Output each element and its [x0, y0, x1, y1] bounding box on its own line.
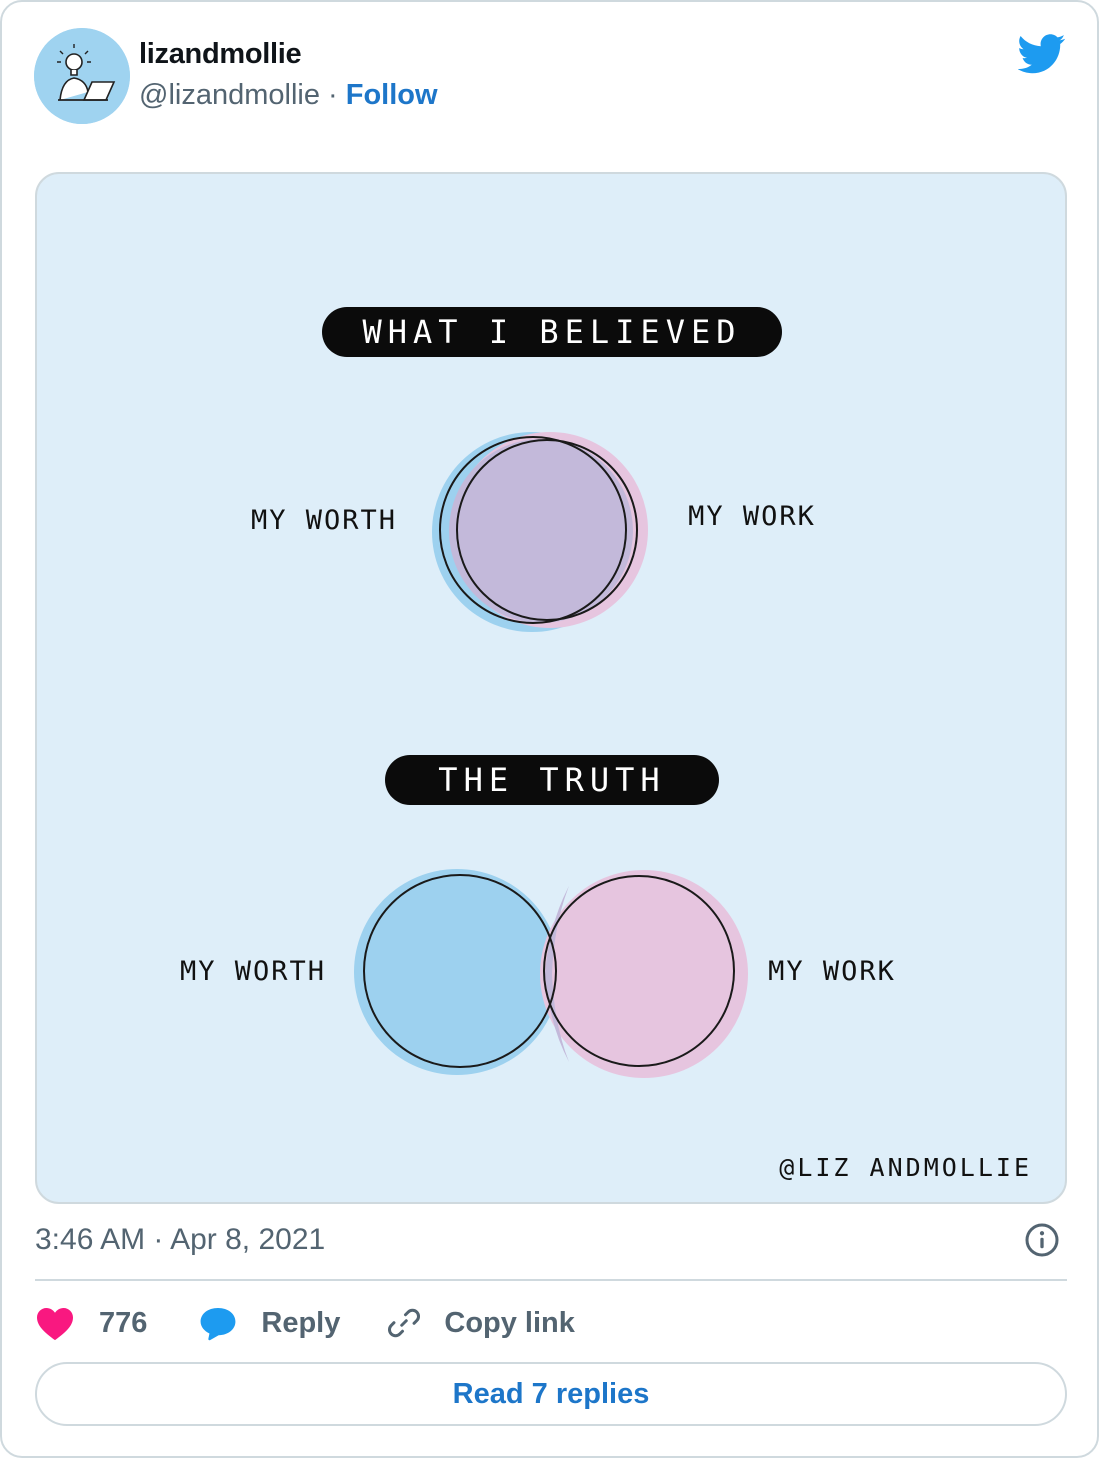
bottom-worth-outline [363, 874, 557, 1068]
bottom-worth-circle [354, 869, 560, 1075]
twitter-bird-icon[interactable] [1018, 34, 1066, 74]
like-button[interactable]: 776 [35, 1305, 147, 1341]
info-icon[interactable] [1024, 1222, 1060, 1258]
handle-row: @lizandmollie · Follow [139, 79, 438, 112]
bottom-work-circle [540, 870, 748, 1078]
top-work-outline [456, 439, 638, 621]
top-overlap-fill [449, 439, 633, 623]
like-count: 776 [99, 1306, 148, 1339]
title-the-truth: THE TRUTH [438, 761, 665, 799]
title-what-i-believed: WHAT I BELIEVED [363, 313, 742, 351]
heart-icon [37, 1307, 73, 1341]
author-handle[interactable]: @lizandmollie [139, 79, 320, 111]
divider [35, 1279, 1067, 1281]
label-bottom-my-worth: MY WORTH [180, 956, 326, 987]
reply-bubble-icon [200, 1307, 236, 1341]
avatar-illustration [34, 28, 130, 124]
author-name[interactable]: lizandmollie [139, 38, 302, 70]
copy-link-button[interactable]: Copy link [386, 1305, 575, 1341]
link-icon [388, 1308, 421, 1338]
tweet-timestamp[interactable]: 3:46 AM · Apr 8, 2021 [35, 1223, 326, 1256]
venn-illustration: WHAT I BELIEVED MY WORTH MY WORK THE TRU… [180, 307, 1032, 1182]
label-top-my-worth: MY WORTH [251, 505, 397, 536]
follow-button[interactable]: Follow [345, 79, 438, 111]
label-top-my-work: MY WORK [688, 501, 816, 532]
tweet-image[interactable]: WHAT I BELIEVED MY WORTH MY WORK THE TRU… [35, 172, 1067, 1204]
read-replies-button[interactable]: Read 7 replies [35, 1362, 1067, 1426]
label-bottom-my-work: MY WORK [768, 956, 896, 987]
top-worth-outline [439, 436, 627, 624]
action-bar: 776 Reply Copy link [35, 1298, 575, 1348]
avatar[interactable] [34, 28, 130, 124]
handle-separator: · [328, 79, 338, 111]
title-pill-bottom [385, 755, 719, 805]
copy-link-label: Copy link [444, 1306, 575, 1339]
artist-signature: @LIZ ANDMOLLIE [779, 1153, 1032, 1182]
bottom-work-outline [543, 875, 735, 1067]
title-pill-top [322, 307, 782, 357]
reply-label: Reply [261, 1306, 341, 1339]
reply-button[interactable]: Reply [199, 1305, 340, 1341]
